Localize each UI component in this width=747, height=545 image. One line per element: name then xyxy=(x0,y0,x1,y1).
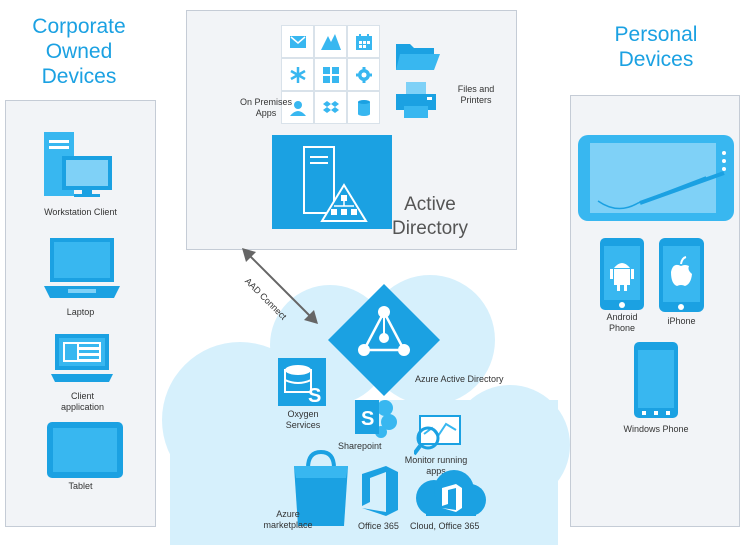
aad-connect-arrow xyxy=(240,248,322,326)
workstation-icon xyxy=(40,132,120,202)
windows-phone-icon xyxy=(634,342,678,418)
android-phone-label: Android Phone xyxy=(606,312,638,333)
yammer-asterisk-icon xyxy=(281,58,314,91)
client-application-label: Client application xyxy=(60,391,105,412)
database-icon xyxy=(347,91,380,124)
android-phone-icon xyxy=(600,238,644,310)
svg-text:S: S xyxy=(361,408,374,430)
on-premises-apps-grid xyxy=(281,25,380,124)
sharepoint-icon: S xyxy=(355,398,401,438)
dropbox-icon xyxy=(314,91,347,124)
monitor-running-apps-label: Monitor running apps xyxy=(404,455,468,476)
tablet-icon xyxy=(47,422,123,478)
tablet-label: Tablet xyxy=(68,481,93,491)
oxygen-services-label: Oxygen Services xyxy=(285,409,321,430)
azure-active-directory-icon xyxy=(328,284,440,396)
monitor-running-apps-icon xyxy=(414,414,462,456)
corporate-heading: Corporate Owned Devices xyxy=(32,15,126,88)
active-directory-label: Active Directory xyxy=(391,194,468,239)
svg-text:S: S xyxy=(308,385,321,406)
workstation-label: Workstation Client xyxy=(44,207,117,217)
iphone-icon xyxy=(659,238,704,312)
oxygen-services-icon: S xyxy=(278,358,326,406)
gear-icon xyxy=(347,58,380,91)
sharepoint-label: Sharepoint xyxy=(338,441,382,451)
cloud-office-365-label: Cloud, Office 365 xyxy=(410,521,480,531)
office-365-label: Office 365 xyxy=(358,521,399,531)
laptop-label: Laptop xyxy=(66,307,95,317)
azure-active-directory-label: Azure Active Directory xyxy=(415,374,504,384)
iphone-label: iPhone xyxy=(667,316,696,326)
windows-phone-label: Windows Phone xyxy=(623,424,689,434)
folder-icon xyxy=(396,40,440,72)
mail-icon xyxy=(281,25,314,58)
printer-icon xyxy=(396,82,436,120)
dynamics-icon xyxy=(314,25,347,58)
azure-marketplace-icon xyxy=(292,450,350,526)
azure-marketplace-label: Azure marketplace xyxy=(263,509,313,530)
calendar-icon xyxy=(347,25,380,58)
laptop-icon xyxy=(44,238,120,302)
surface-tablet-icon xyxy=(578,135,734,221)
cloud-office-365-icon xyxy=(412,470,486,518)
office-365-icon xyxy=(362,466,398,516)
windows-icon xyxy=(314,58,347,91)
files-printers-label: Files and Printers xyxy=(457,84,495,105)
user-icon xyxy=(281,91,314,124)
personal-heading: Personal Devices xyxy=(614,23,698,71)
on-premises-apps-label: On Premises Apps xyxy=(239,97,292,118)
client-application-icon xyxy=(51,334,113,384)
active-directory-icon xyxy=(272,135,392,229)
